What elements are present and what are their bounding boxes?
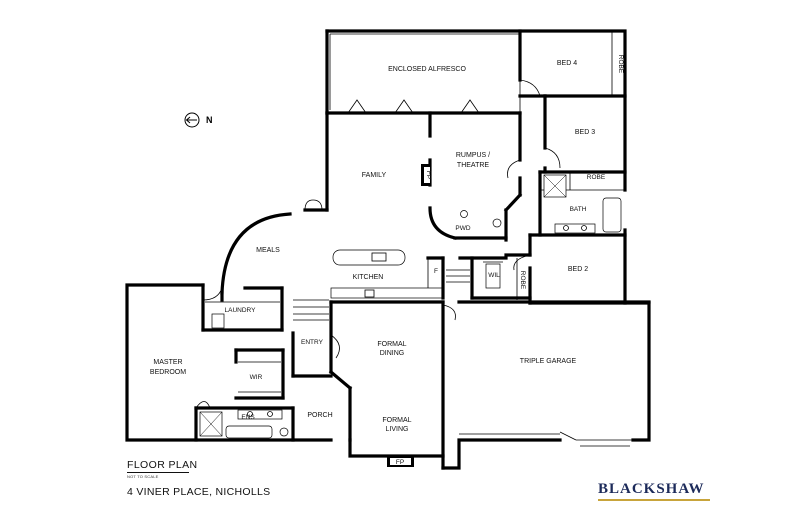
label-fp-living: FP xyxy=(396,459,404,466)
entry-walls xyxy=(291,300,456,467)
label-bed3-robe: ROBE xyxy=(587,174,606,181)
bath-fixtures xyxy=(543,174,622,234)
label-formal-dining-1: FORMAL xyxy=(377,341,406,348)
title-underline xyxy=(127,472,189,473)
laundry-tub xyxy=(211,313,225,329)
label-bedroom: BEDROOM xyxy=(150,369,186,376)
garage-walls xyxy=(457,300,651,447)
label-pwd: PWD xyxy=(455,225,470,232)
label-rumpus: RUMPUS / xyxy=(456,152,490,159)
label-formal-living-2: LIVING xyxy=(386,426,409,433)
room-labels: ENCLOSED ALFRESCO BED 4 ROBE BED 3 ROBE … xyxy=(150,55,624,466)
label-wil: WIL xyxy=(488,272,500,279)
steps-laundry xyxy=(293,299,329,321)
exterior-walls xyxy=(125,29,651,470)
kitchen-bench xyxy=(330,287,444,299)
compass-label: N xyxy=(206,115,213,125)
label-meals: MEALS xyxy=(256,247,280,254)
ensuite-vanity xyxy=(237,409,283,420)
label-bed2-robe: ROBE xyxy=(519,271,526,290)
compass: N xyxy=(184,112,213,128)
property-address: 4 VINER PLACE, NICHOLLS xyxy=(127,486,271,498)
label-bath: BATH xyxy=(570,206,587,213)
label-bed3: BED 3 xyxy=(575,129,595,136)
label-porch: PORCH xyxy=(307,412,332,419)
bedroom-walls xyxy=(504,29,627,305)
rumpus-walls xyxy=(421,111,523,242)
basin-pwd xyxy=(460,210,468,218)
label-f: F xyxy=(434,268,438,275)
compass-arrowhead xyxy=(185,116,191,124)
label-bed4: BED 4 xyxy=(557,60,577,67)
label-formal-living-1: FORMAL xyxy=(382,417,411,424)
label-wir: WIR xyxy=(250,374,263,381)
label-kitchen: KITCHEN xyxy=(353,274,384,281)
kitchen-walls xyxy=(304,199,532,300)
label-bed2: BED 2 xyxy=(568,266,588,273)
label-family: FAMILY xyxy=(362,172,387,179)
label-ens: ENS xyxy=(241,414,255,421)
label-theatre: THEATRE xyxy=(457,162,489,169)
bathtub xyxy=(602,197,622,233)
label-enclosed-alfresco: ENCLOSED ALFRESCO xyxy=(388,66,466,73)
label-formal-dining-2: DINING xyxy=(380,350,405,357)
vanity xyxy=(554,223,596,234)
scale-note: NOT TO SCALE xyxy=(127,474,159,479)
label-fp-family: FP xyxy=(425,171,432,179)
ensuite-toilet xyxy=(279,427,289,437)
plan-title: FLOOR PLAN xyxy=(127,459,198,471)
label-master: MASTER xyxy=(153,359,182,366)
laundry-walls xyxy=(201,283,329,332)
steps-kitchen xyxy=(446,269,470,283)
toilet-pwd xyxy=(492,218,502,228)
master-walls xyxy=(194,348,295,442)
label-triple-garage: TRIPLE GARAGE xyxy=(520,358,577,365)
label-laundry: LAUNDRY xyxy=(225,307,257,314)
compass-circle xyxy=(184,112,200,128)
label-entry: ENTRY xyxy=(301,339,324,346)
ensuite-bath xyxy=(225,425,273,439)
brand-underline xyxy=(598,499,710,501)
title-block: FLOOR PLAN NOT TO SCALE xyxy=(127,459,198,479)
brand-logo: BLACKSHAW xyxy=(598,481,705,497)
wil-shelf xyxy=(485,263,501,289)
label-bed4-robe: ROBE xyxy=(617,55,624,74)
kitchen-island xyxy=(332,249,406,266)
